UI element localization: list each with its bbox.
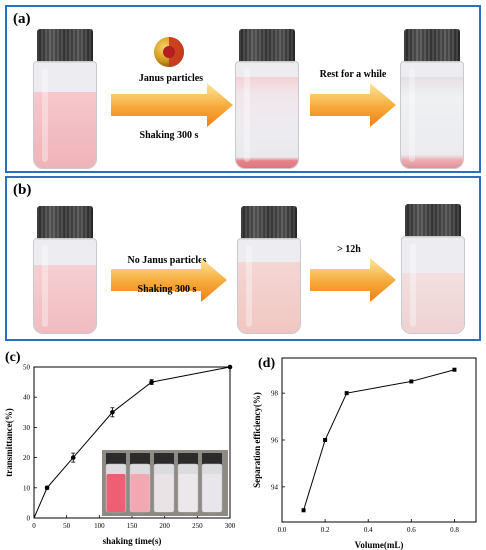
vial-liquid: [130, 474, 150, 512]
data-point: [227, 364, 233, 370]
arrow-right-icon: [111, 83, 233, 127]
x-tick-label: 0.0: [278, 526, 287, 534]
data-point: [452, 367, 457, 372]
x-tick-label: 100: [94, 522, 105, 530]
chart-c-label: (c): [5, 350, 21, 365]
vial-cap: [178, 453, 198, 465]
vial-liquid: [202, 474, 222, 512]
vial-cap: [106, 453, 126, 465]
x-tick-label: 0.6: [407, 526, 416, 534]
vial-a-rested: [400, 29, 464, 169]
vial-b-rested: [401, 204, 465, 334]
vial-a-shaken: [235, 29, 299, 169]
y-tick-label: 96: [271, 437, 279, 445]
chart-d-label: (d): [258, 356, 276, 371]
x-tick-label: 0: [32, 522, 36, 530]
vial-liquid: [154, 474, 174, 512]
x-tick-label: 150: [127, 522, 138, 530]
data-point: [70, 455, 76, 460]
panel-b-label: (b): [13, 182, 32, 198]
no-janus-caption: No Janus particles: [127, 255, 207, 266]
vial-cap: [37, 29, 93, 63]
panel-b: (b) No Janus particles Shaking 300 s > 1…: [5, 176, 481, 341]
vial-cap: [202, 453, 222, 465]
panel-a-label: (a): [13, 11, 31, 27]
data-point: [301, 508, 306, 513]
vial-cap: [154, 453, 174, 465]
x-tick-label: 0.4: [364, 526, 373, 534]
panel-a: (a) Janus particles Shak: [5, 5, 481, 173]
y-axis-label: Separation efficiency(%): [252, 392, 262, 488]
vial-b-shaken: [237, 206, 301, 334]
y-tick-label: 0: [27, 515, 31, 523]
shaking-caption: Shaking 300 s: [137, 284, 197, 295]
rest-caption: Rest for a while: [319, 69, 387, 80]
arrow-right-icon: [111, 258, 227, 302]
vial-liquid: [34, 91, 96, 168]
y-tick-label: 94: [271, 483, 279, 491]
x-tick-label: 0.8: [450, 526, 459, 534]
chart-c: 0 50 100 150 200 250 300 0 10 20 30 40 50 shaking tim…: [4, 364, 236, 547]
arrow-right-icon: [310, 83, 396, 127]
series-line: [33, 366, 231, 519]
y-tick-label: 40: [23, 394, 31, 402]
inset-vials-photo: [102, 450, 228, 516]
y-axis-label: transmittance(%): [4, 408, 14, 476]
x-tick-label: 250: [192, 522, 203, 530]
y-tick-label: 30: [23, 424, 31, 432]
x-tick-label: 0.2: [321, 526, 330, 534]
data-point: [44, 485, 50, 491]
vial-glass: [33, 61, 97, 169]
vial-b-before: [33, 206, 97, 334]
vial-a-before: [33, 29, 97, 169]
x-axis-label: shaking time(s): [103, 536, 162, 546]
data-point: [149, 379, 154, 385]
arrow-right-icon: [310, 258, 396, 302]
y-tick-label: 50: [23, 364, 31, 372]
data-point: [409, 379, 414, 384]
data-point: [323, 438, 328, 442]
vial-liquid: [178, 474, 198, 512]
y-tick-label: 20: [23, 454, 31, 462]
plot-frame: [281, 357, 477, 523]
vial-liquid: [106, 474, 126, 512]
janus-caption: Janus particles: [138, 73, 204, 84]
y-tick-label: 10: [23, 484, 31, 492]
vial-cap: [130, 453, 150, 465]
x-tick-label: 50: [63, 522, 71, 530]
janus-particle-icon: [154, 37, 184, 67]
data-point: [344, 391, 349, 396]
data-point: [110, 410, 115, 415]
x-axis-label: Volume(mL): [355, 540, 404, 550]
time-caption: > 12h: [337, 244, 361, 255]
y-tick-label: 98: [271, 390, 279, 398]
shaking-caption: Shaking 300 s: [139, 130, 199, 141]
x-tick-label: 300: [225, 522, 236, 530]
x-tick-label: 200: [159, 522, 170, 530]
